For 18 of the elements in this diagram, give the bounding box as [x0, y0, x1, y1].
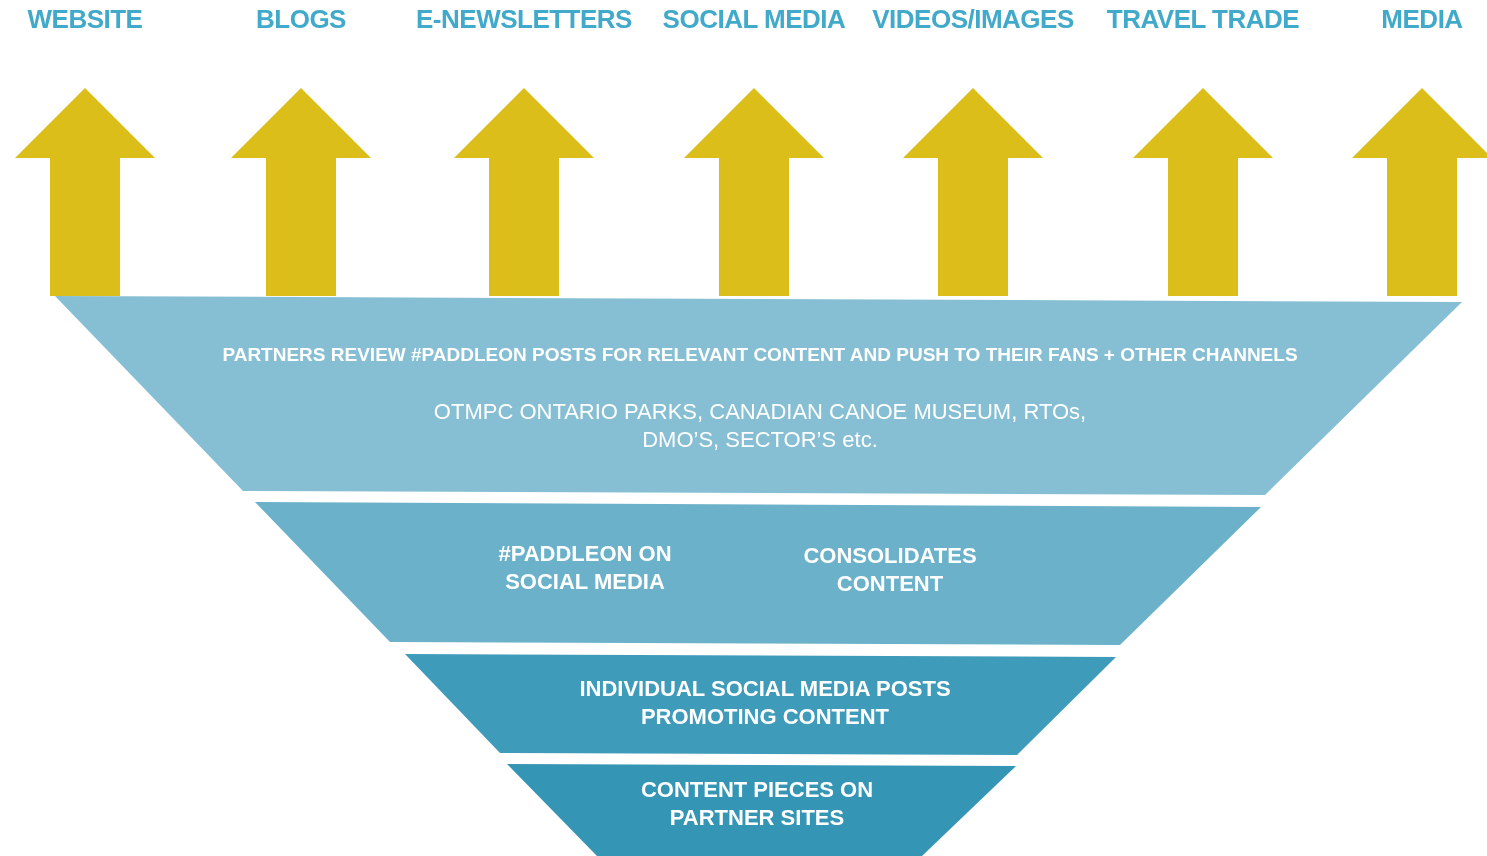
band-heading: PARTNERS REVIEW #PADDLEON POSTS FOR RELEVANT CONTENT AND PUSH TO THEIR FANS + OTHER CHANNELS — [221, 343, 1299, 367]
channel-label: TRAVEL TRADE — [1106, 4, 1300, 34]
channel-label: BLOGS — [256, 4, 346, 34]
channel-label: SOCIAL MEDIA — [662, 4, 846, 34]
channel-label: E-NEWSLETTERS — [416, 4, 632, 34]
band-text: INDIVIDUAL SOCIAL MEDIA POSTS PROMOTING CONTENT — [578, 675, 952, 730]
band-text: CONSOLIDATES CONTENT — [802, 542, 978, 597]
arrow — [684, 88, 824, 296]
channel-label: WEBSITE — [27, 4, 143, 34]
channel-label: MEDIA — [1381, 4, 1463, 34]
band-text: OTMPC ONTARIO PARKS, CANADIAN CANOE MUSEUM, RTOs, DMO’S, SECTOR’S etc. — [432, 398, 1088, 453]
channel-label: VIDEOS/IMAGES — [872, 4, 1074, 34]
band-text: CONTENT PIECES ON PARTNER SITES — [639, 776, 875, 831]
band-text: #PADDLEON ON SOCIAL MEDIA — [497, 540, 673, 595]
arrow — [15, 88, 155, 296]
arrow — [903, 88, 1043, 296]
arrow — [454, 88, 594, 296]
arrow — [1352, 88, 1487, 296]
